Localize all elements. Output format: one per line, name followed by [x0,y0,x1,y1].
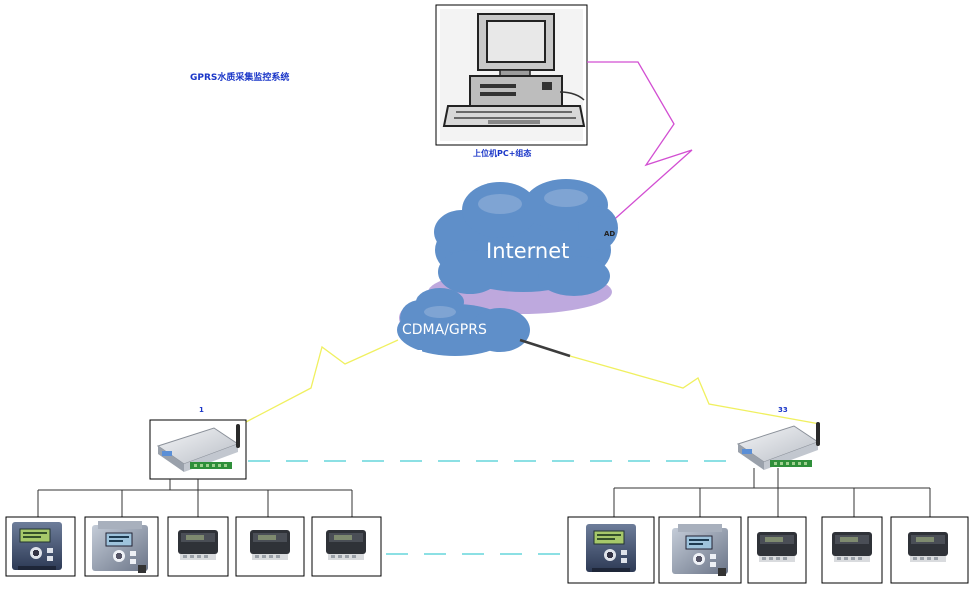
gprs-dtu-left [149,419,247,480]
meter-icon [585,523,637,573]
node-label-right: 33 [778,406,788,414]
sensor-right-1 [567,516,655,584]
network-label: CDMA/GPRS [402,322,487,338]
antenna-signal-tip [519,338,571,358]
node-label-left: 1 [199,406,204,414]
sensor-left-5 [311,516,382,577]
wireless-link-left [245,339,399,423]
sensor-right-2 [658,516,742,584]
sensor-row-right [567,516,969,584]
sensor-right-3 [747,516,807,584]
sensor-left-3 [167,516,229,577]
meter-icon [11,521,63,571]
ad-label: AD [604,230,615,238]
sensor-right-4 [821,516,883,584]
diagram-title: GPRS水质采集监控系统 [190,71,289,83]
controller-icon [908,532,948,562]
wireless-link-right [519,339,821,425]
controller-icon [178,530,218,560]
meter-icon [671,523,729,577]
router-icon [737,421,821,471]
sensor-left-1 [5,516,76,577]
meter-icon [91,520,149,574]
controller-icon [250,530,290,560]
internet-label: Internet [486,239,569,263]
sensor-right-5 [890,516,969,584]
pc-caption: 上位机PC+组态 [473,148,531,158]
sensor-row-left [5,516,382,577]
pc-link-line [587,61,693,226]
controller-icon [326,530,366,560]
gprs-dtu-right [737,421,821,471]
sensor-left-2 [84,516,159,577]
controller-icon [832,532,872,562]
internet-cloud [397,179,618,358]
computer-icon [440,9,586,141]
pc-computer [435,4,588,146]
controller-icon [757,532,797,562]
tree-right [613,468,931,517]
sensor-left-4 [235,516,305,577]
tree-left [37,479,353,517]
